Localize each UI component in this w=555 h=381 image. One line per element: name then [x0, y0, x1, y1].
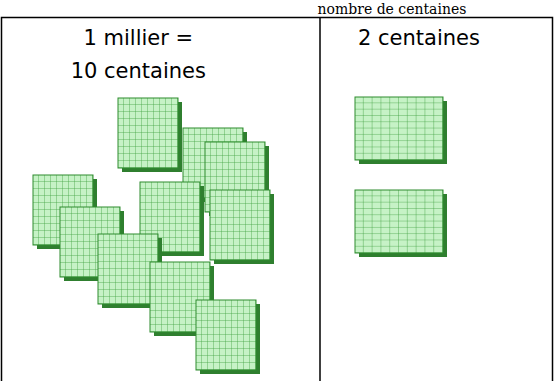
cropped-heading: nombre de centaines	[318, 1, 467, 17]
cell-heading: 1 millier = 10 centaines	[69, 22, 208, 88]
table-cell: 1 millier = 10 centaines	[2, 18, 320, 380]
table-frame	[2, 18, 553, 381]
hundred-block	[210, 190, 274, 264]
table-cell: 2 centaines	[320, 18, 553, 380]
hundred-block	[355, 190, 447, 257]
hundred-block	[355, 97, 447, 164]
cell-divider	[319, 18, 321, 381]
cell-heading: 2 centaines	[358, 22, 480, 55]
hundred-block	[118, 98, 182, 172]
hundred-block	[196, 300, 260, 374]
